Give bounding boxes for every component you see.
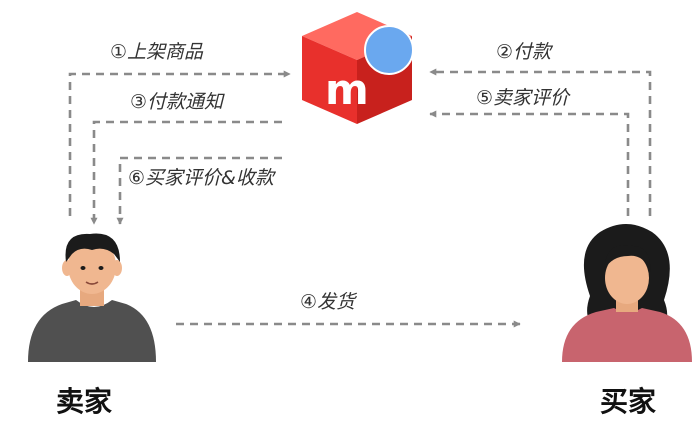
platform-logo: m	[302, 12, 414, 124]
seller-avatar	[28, 233, 156, 362]
buyer-avatar	[562, 224, 692, 362]
step-label-buyer-review-payout: ⑥买家评价&收款	[128, 167, 277, 189]
platform-badge-dot	[364, 25, 414, 75]
arrow-list-item	[68, 70, 291, 216]
platform-logo-letter: m	[325, 65, 369, 114]
seller-caption: 卖家	[56, 385, 112, 418]
arrow-payment	[429, 68, 652, 216]
arrow-payment-notice	[90, 120, 282, 225]
step-label-payment: ②付款	[496, 41, 554, 63]
step-label-ship: ④发货	[300, 291, 358, 313]
step-label-list-item: ①上架商品	[110, 41, 204, 63]
arrow-buyer-review-payout	[116, 156, 282, 225]
step-label-seller-review: ⑤卖家评价	[476, 87, 571, 109]
arrow-seller-review	[429, 110, 630, 216]
buyer-caption: 买家	[600, 385, 656, 418]
step-label-payment-notice: ③付款通知	[130, 91, 225, 113]
